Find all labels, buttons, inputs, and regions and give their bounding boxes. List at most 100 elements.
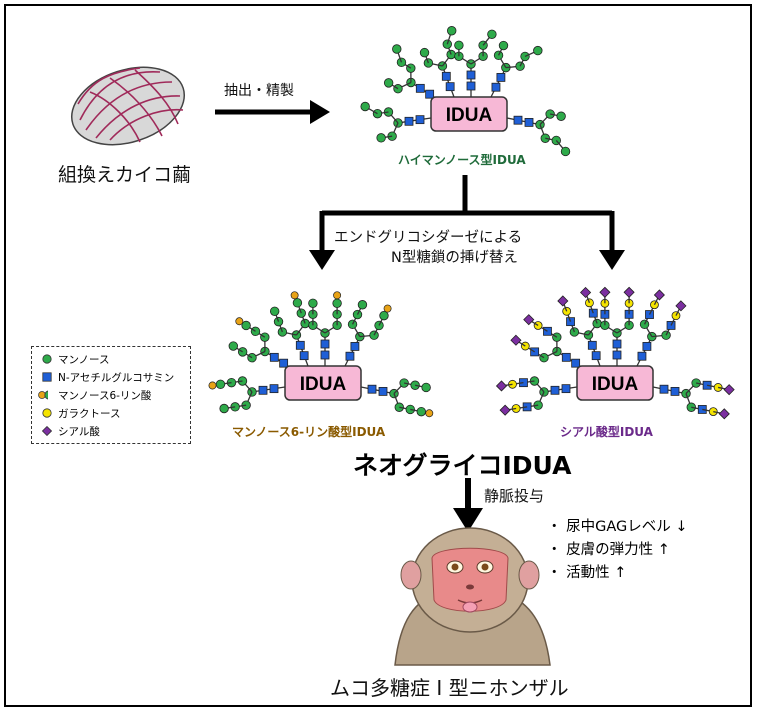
glcnac-icon: [637, 351, 647, 361]
glcnac-icon: [561, 352, 571, 362]
mannose-icon: [269, 306, 280, 316]
mannose-icon: [560, 146, 571, 157]
sialic-idua-diagram: [495, 286, 735, 420]
legend-label: ガラクトース: [58, 408, 121, 420]
mannose-icon: [241, 320, 251, 331]
glcnac-icon: [425, 89, 435, 99]
mannose-icon: [392, 44, 402, 54]
legend-label: N-アセチルグルコサミン: [58, 372, 175, 384]
glcnac-icon: [466, 70, 476, 80]
idua-box-right: IDUA: [576, 365, 654, 401]
glcnac-icon: [345, 351, 355, 361]
mannose-icon: [260, 332, 270, 342]
mannose-icon: [215, 379, 226, 390]
glcnac-icon: [571, 358, 581, 368]
glcnac-icon: [299, 351, 309, 361]
mannose-icon: [360, 101, 370, 112]
mannose-icon: [454, 40, 464, 51]
glcnac-icon: [587, 340, 597, 350]
mannose-icon: [416, 406, 426, 417]
iv-administration-label: 静脈投与: [484, 487, 545, 505]
glcnac-icon: [659, 384, 669, 394]
legend: マンノース N-アセチルグルコサミン マンノース6-リン酸 ガラクトース シアル…: [31, 346, 191, 444]
sialic-acid-icon: [510, 334, 522, 346]
glcnac-icon: [466, 81, 476, 91]
mannose-icon: [379, 310, 389, 321]
mannose-icon: [639, 319, 650, 330]
phosphate-icon: [383, 304, 392, 313]
glcnac-icon: [496, 73, 506, 82]
glcnac-icon: [378, 386, 388, 396]
glcnac-icon: [279, 358, 289, 368]
idua-box-top: IDUA: [430, 96, 508, 132]
glycan-bond: [251, 386, 286, 393]
idua-text: IDUA: [300, 374, 347, 395]
sialic-acid-icon: [523, 314, 535, 326]
split-arrows: [309, 175, 625, 270]
mannose-icon: [250, 326, 261, 337]
glycan-bond: [652, 386, 687, 395]
neoglyco-idua-title: ネオグライコIDUA: [353, 451, 572, 480]
glycan-bond: [360, 386, 395, 395]
glycan-bond: [636, 336, 653, 367]
mannose-icon: [357, 300, 368, 310]
idua-box-left: IDUA: [284, 365, 362, 401]
mannose-icon: [300, 318, 310, 329]
sialic-acid-icon: [580, 286, 592, 299]
mannose-icon: [273, 316, 284, 327]
mannose-icon: [533, 45, 543, 56]
mannose-icon: [396, 57, 407, 68]
sialic-acid-icon: [623, 286, 635, 298]
phospho-mannose-icon: [38, 390, 48, 400]
legend-label: シアル酸: [58, 426, 100, 438]
effect-item: ・ 活動性 ↑: [547, 565, 627, 581]
cocoon-label: 組換えカイコ繭: [58, 164, 192, 186]
glcnac-icon: [591, 351, 601, 361]
process-arrow: [215, 100, 330, 124]
sialic-acid-icon: [675, 300, 687, 312]
glycan-bond: [397, 117, 432, 124]
high-mannose-idua-diagram: [360, 26, 571, 157]
glcnac-icon: [491, 82, 501, 92]
glcnac-icon: [524, 118, 534, 127]
mannose-icon: [487, 29, 497, 40]
mannose-icon: [592, 318, 602, 329]
glcnac-icon: [513, 115, 523, 125]
sialic-acid-icon: [557, 295, 569, 307]
phosphate-icon: [290, 291, 299, 300]
idua-text: IDUA: [592, 374, 639, 395]
mannose-icon: [332, 298, 342, 309]
legend-label: マンノース: [58, 354, 110, 366]
blue-square-icon: [42, 372, 52, 382]
glcnac-icon: [367, 384, 377, 394]
glcnac-icon: [320, 339, 330, 349]
process-label: 抽出・精製: [224, 83, 294, 99]
glycan-bond: [490, 67, 507, 98]
endoglycosidase-label-line2: N型糖鎖の挿げ替え: [391, 250, 518, 266]
mannose-icon: [447, 26, 457, 36]
glcnac-icon: [295, 340, 305, 350]
glcnac-icon: [415, 83, 425, 93]
macaque-illustration: [394, 527, 551, 666]
mannose-icon: [552, 332, 562, 342]
phosphate-icon: [235, 317, 244, 326]
effect-item: ・ 皮膚の弾力性 ↑: [547, 542, 670, 558]
purple-diamond-icon: [42, 426, 52, 436]
glycan-bond: [506, 117, 541, 126]
glcnac-icon: [269, 352, 279, 362]
mannose-icon: [466, 59, 476, 69]
figure-frame: [4, 4, 752, 707]
glcnac-icon: [561, 384, 571, 394]
mannose-icon: [556, 111, 566, 121]
high-mannose-label: ハイマンノース型IDUA: [398, 153, 526, 167]
glycan-bond: [587, 334, 601, 367]
sialic-acid-icon: [723, 384, 735, 396]
glcnac-icon: [415, 115, 425, 125]
glcnac-icon: [445, 82, 455, 92]
phosphate-icon: [333, 291, 342, 300]
m6p-idua-diagram: [208, 291, 434, 418]
glcnac-icon: [642, 342, 652, 351]
phosphate-icon: [425, 409, 434, 418]
mannose-icon: [383, 78, 394, 88]
